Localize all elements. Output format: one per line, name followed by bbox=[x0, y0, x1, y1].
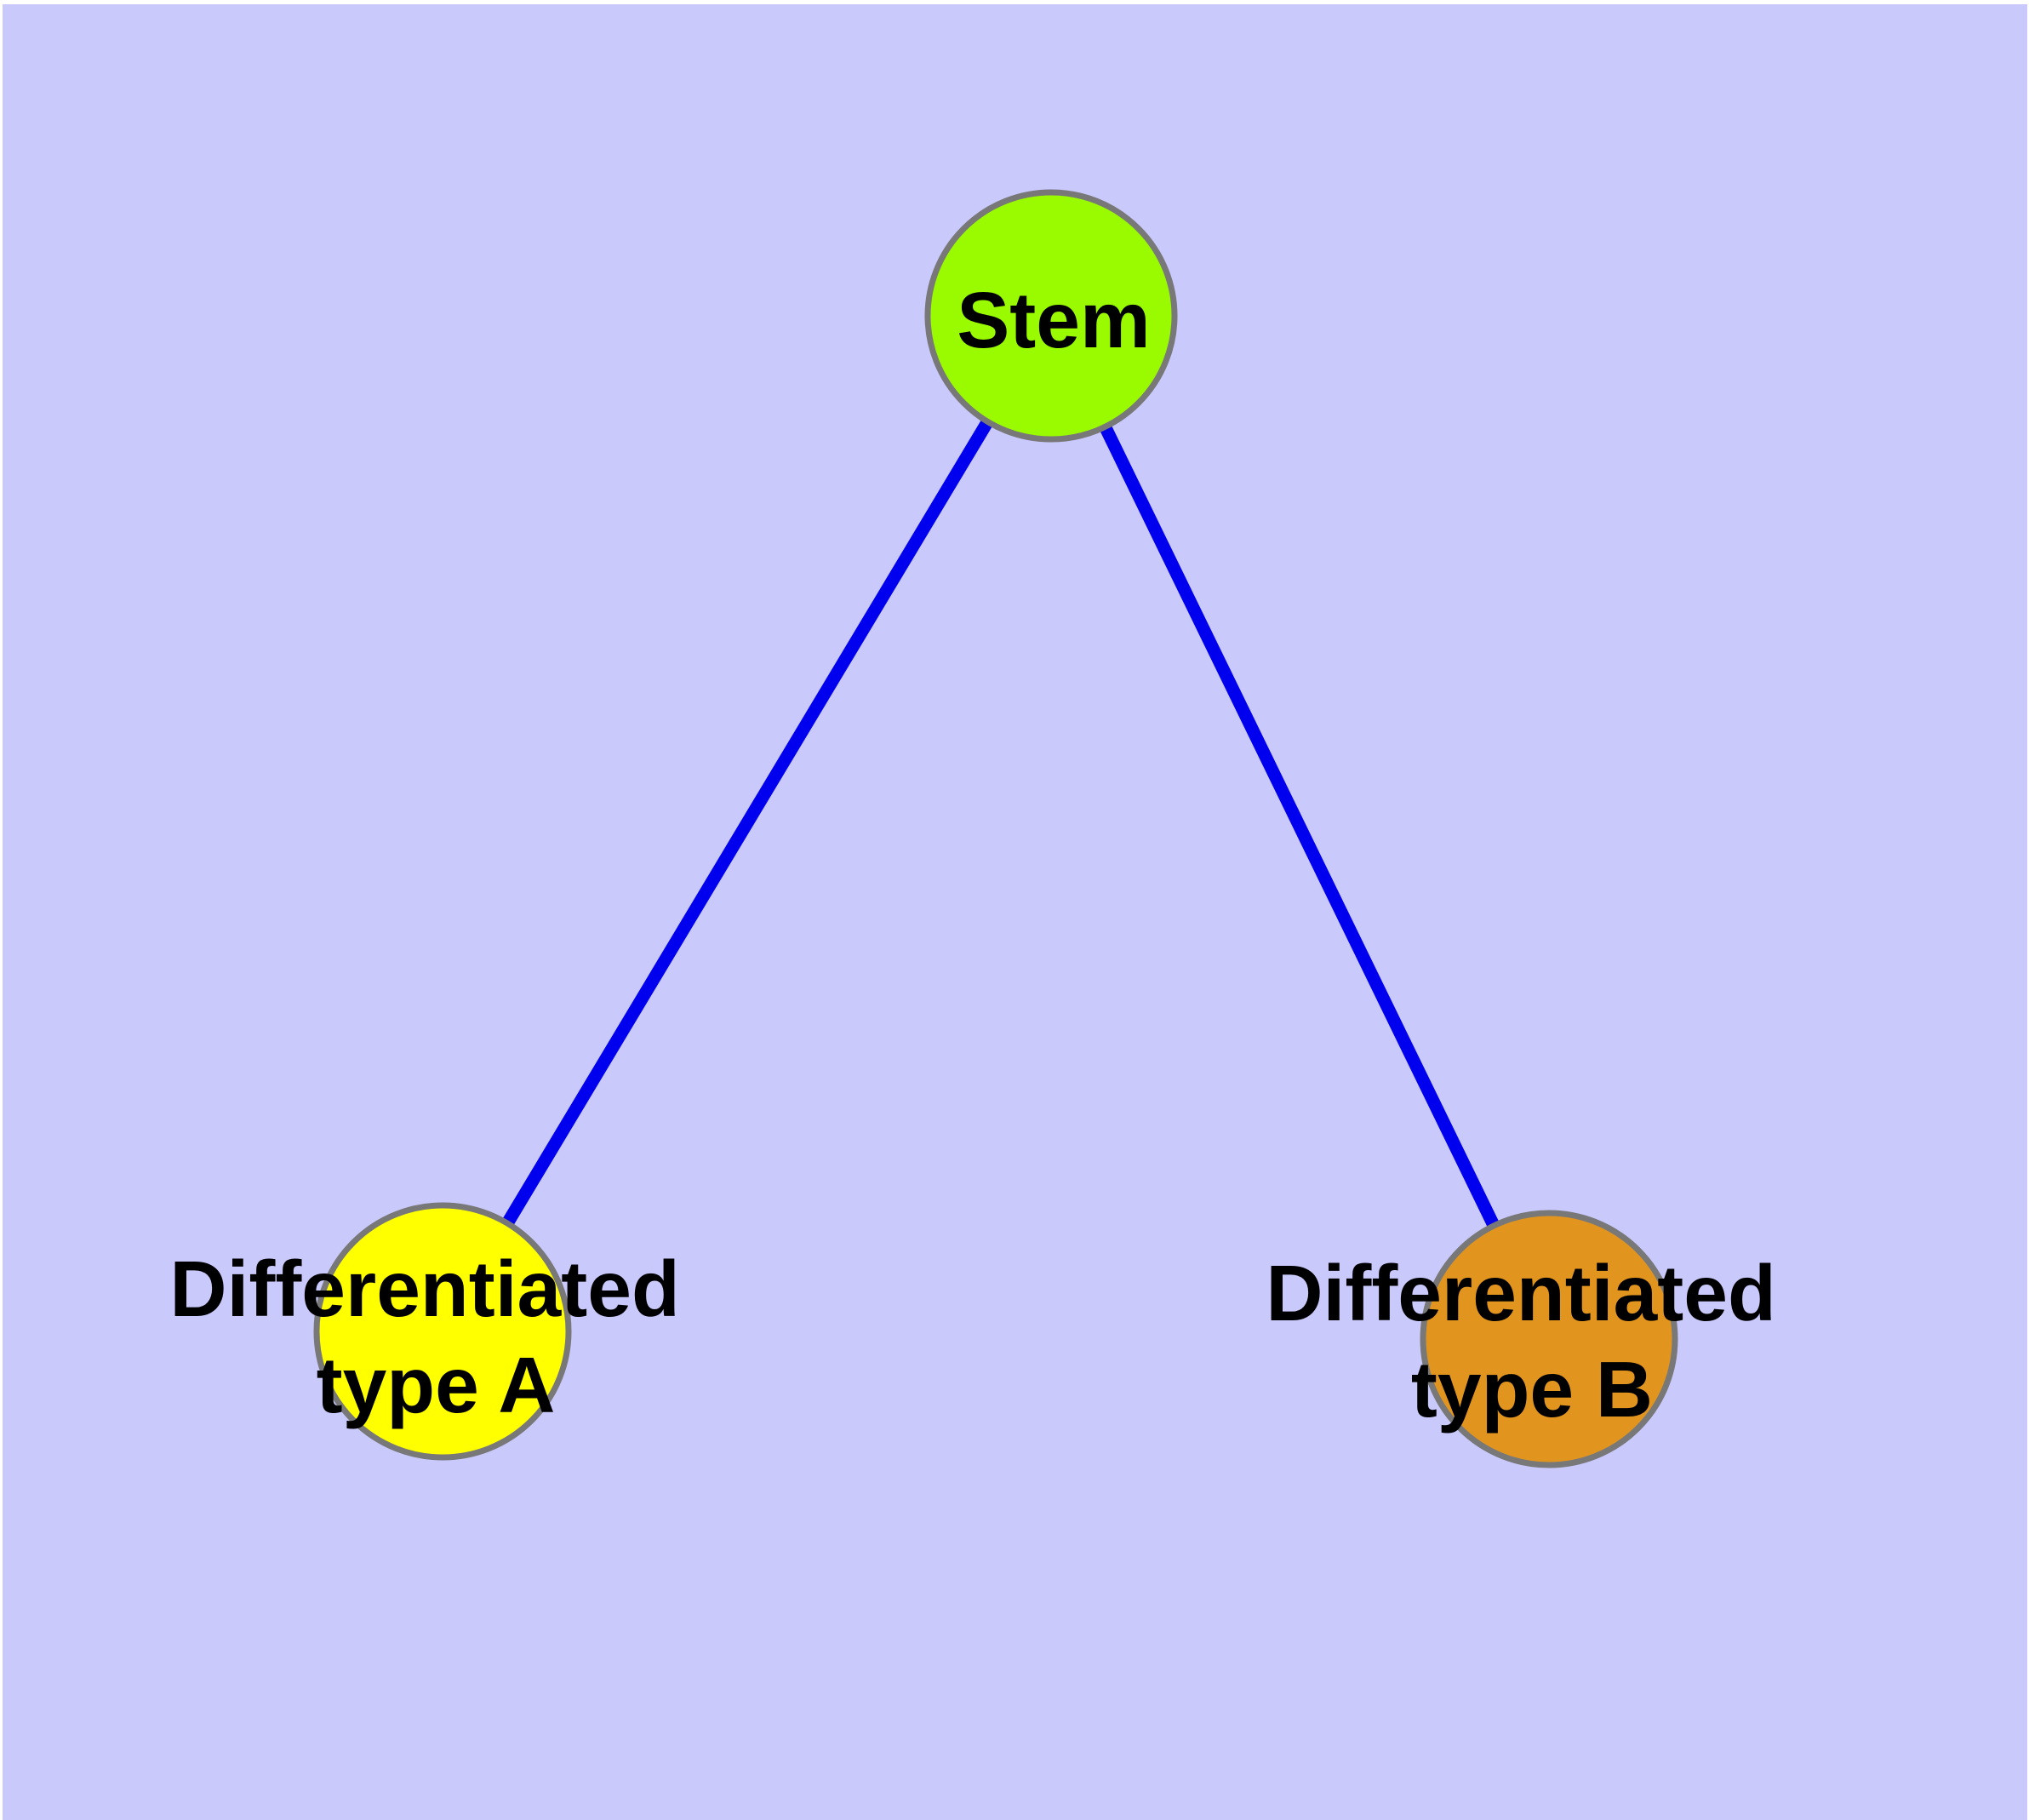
edge-stem-to-type-b bbox=[1045, 312, 1555, 1342]
node-stem bbox=[924, 189, 1178, 443]
node-type-b-label: Differentiated type B bbox=[1266, 1249, 1798, 1434]
node-stem-label: Stem bbox=[957, 276, 1150, 364]
edge-stem-to-type-a bbox=[437, 312, 1057, 1335]
node-type-b-label-line1: Differentiated bbox=[1266, 1249, 1775, 1337]
node-type-a-label-line2: type A bbox=[317, 1341, 556, 1429]
node-type-a-label: Differentiated type A bbox=[169, 1245, 701, 1429]
node-type-b-label-line2: type B bbox=[1411, 1345, 1653, 1434]
node-type-a-label-line1: Differentiated bbox=[169, 1245, 679, 1333]
node-type-b bbox=[1420, 1210, 1678, 1468]
node-type-a bbox=[313, 1202, 572, 1461]
